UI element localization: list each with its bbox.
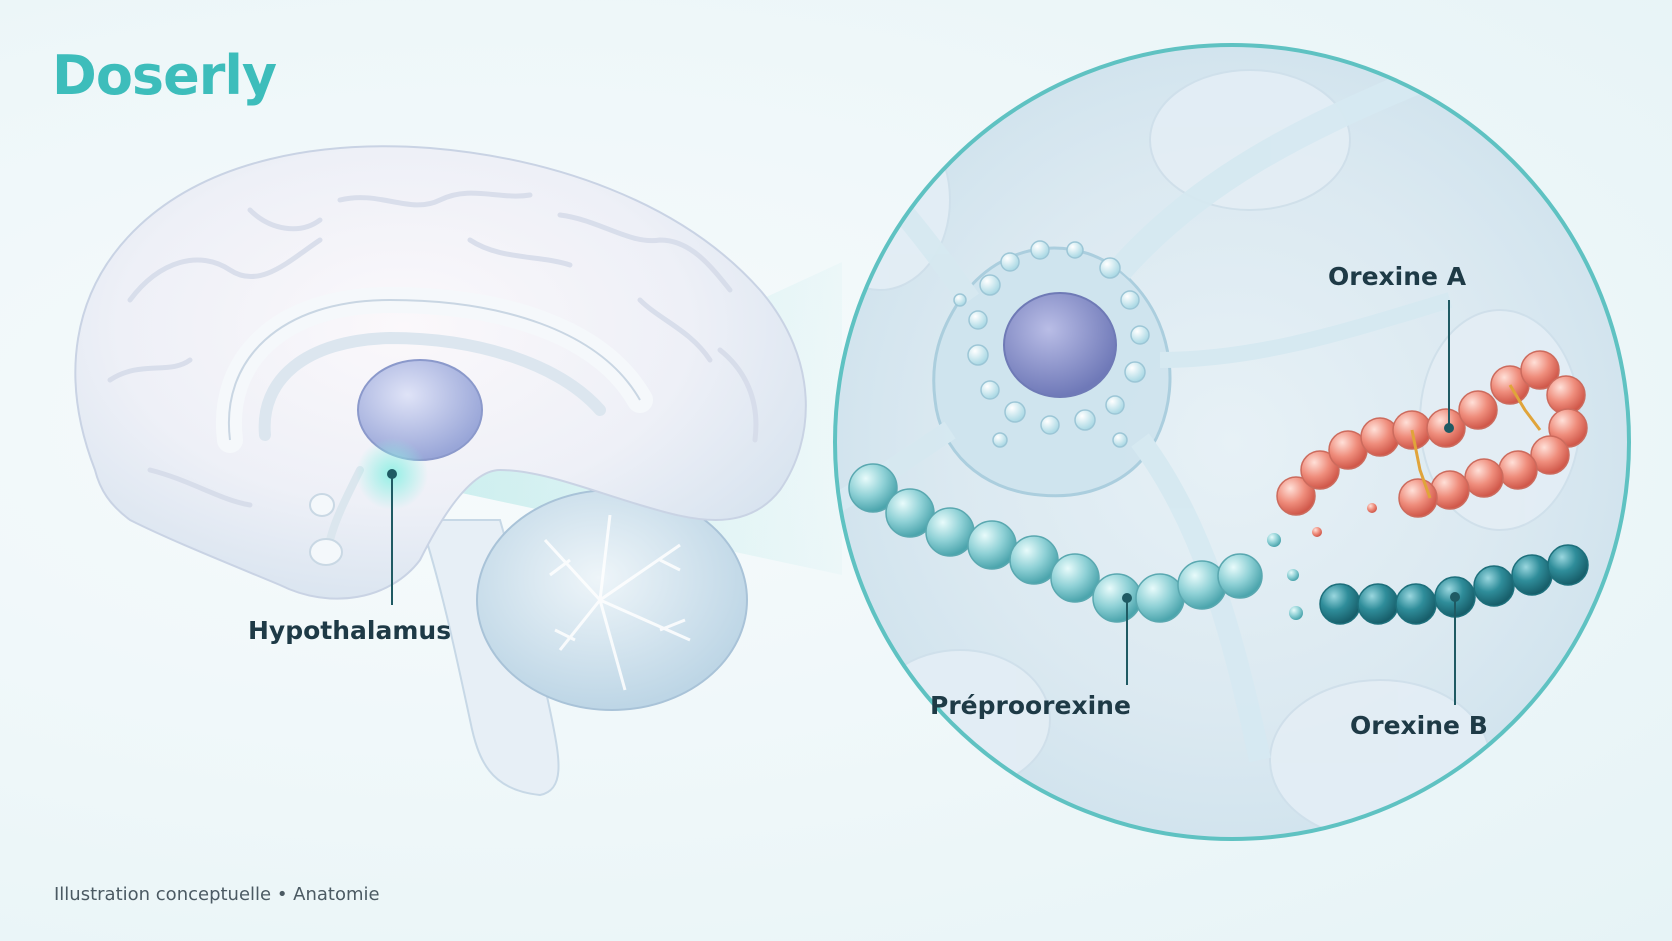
released-particles [1267, 503, 1377, 620]
orexin-a-chain [1276, 350, 1588, 518]
preproorexin-chain [848, 463, 1263, 623]
brain-gyri [107, 190, 759, 508]
vesicles [953, 240, 1150, 448]
caption: Illustration conceptuelle • Anatomie [54, 884, 380, 905]
zoom-circle-border [833, 43, 1631, 841]
zoom-circle [833, 43, 1631, 841]
label-orexin-a: Orexine A [1328, 262, 1467, 291]
orexin-b-chain [1319, 544, 1589, 625]
label-orexin-b: Orexine B [1350, 711, 1488, 740]
label-leaders [1122, 300, 1460, 705]
disulfide-bonds [1410, 384, 1542, 499]
pituitary-gland [309, 538, 343, 566]
pituitary-stalk [326, 466, 364, 544]
label-preproorexin: Préproorexine [930, 691, 1131, 720]
neuron-nucleus [1003, 292, 1117, 398]
cerebellum-arbor [543, 514, 691, 691]
label-hypothalamus: Hypothalamus [248, 616, 452, 645]
brand-logo: Doserly [52, 44, 277, 107]
brain-illustration [74, 145, 807, 797]
cerebellum [476, 489, 748, 711]
